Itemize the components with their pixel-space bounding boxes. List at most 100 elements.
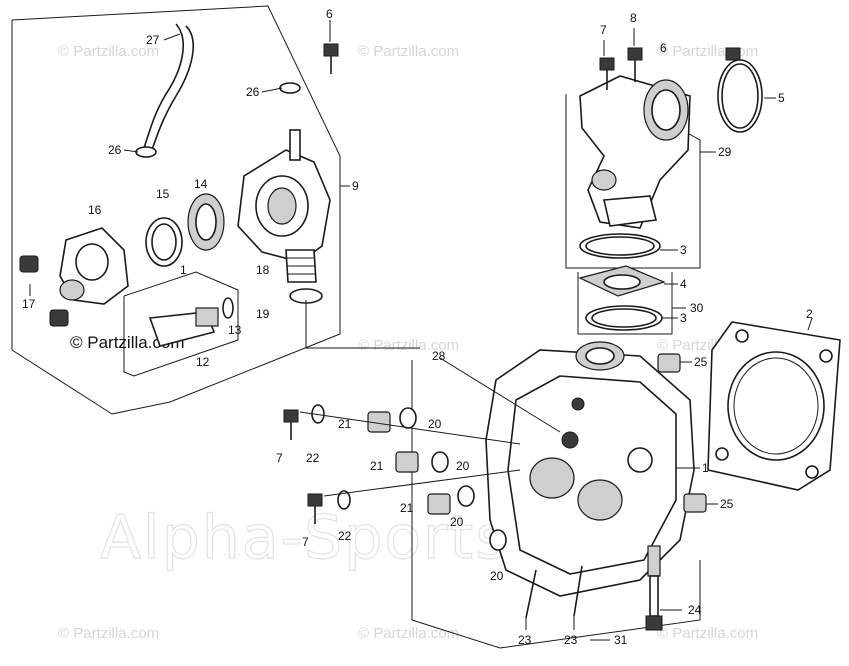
- callout-13: 13: [228, 323, 242, 337]
- clamp-26: [135, 146, 157, 158]
- callout-8: 8: [630, 11, 637, 25]
- callout-23: 23: [564, 633, 578, 647]
- leader-line: [807, 317, 813, 331]
- spark-plug-nut: [645, 615, 663, 631]
- callout-22: 22: [306, 451, 320, 465]
- head-box: [411, 360, 701, 649]
- callout-24: 24: [688, 603, 702, 617]
- o-ring-3-inner: [591, 308, 657, 328]
- callout-2: 2: [806, 307, 813, 321]
- leader-lines: [29, 20, 813, 641]
- plug-21: [427, 493, 451, 515]
- callout-6: 6: [660, 41, 667, 55]
- bolt-6: [323, 43, 339, 57]
- head-stud: [561, 431, 579, 449]
- callout-20: 20: [450, 515, 464, 529]
- cover-port: [75, 243, 109, 281]
- group-outline: [11, 5, 341, 415]
- washer-20: [399, 407, 417, 429]
- intake-group: [565, 47, 763, 335]
- gasket-hole: [805, 465, 819, 479]
- callout-15: 15: [156, 187, 170, 201]
- bolt-25: [683, 493, 707, 513]
- callout-25: 25: [720, 497, 734, 511]
- spacer-box-30: [577, 272, 673, 335]
- callout-6: 6: [326, 7, 333, 21]
- housing-bore-inner: [267, 187, 297, 225]
- callout-27: 27: [146, 33, 160, 47]
- bolt-25: [657, 353, 681, 373]
- gasket-bore: [727, 351, 825, 461]
- callout-3: 3: [680, 311, 687, 325]
- washer-20: [431, 451, 449, 473]
- callout-21: 21: [370, 459, 384, 473]
- sensor-nut: [195, 307, 219, 327]
- hose-27-inner: [143, 23, 184, 149]
- callout-7: 7: [302, 535, 309, 549]
- bolt-7: [283, 409, 299, 423]
- gasket-hole: [735, 329, 749, 343]
- watermark-text: © Partzilla.com: [657, 625, 758, 642]
- head-gasket-group: [707, 321, 841, 491]
- callout-31: 31: [614, 633, 628, 647]
- washer-20: [489, 529, 507, 551]
- gasket-bore-ring: [733, 357, 819, 455]
- intake-port-bore: [585, 347, 615, 365]
- leader-line: [163, 33, 181, 41]
- stud-23: [525, 569, 537, 619]
- callout-26: 26: [246, 85, 260, 99]
- callout-25: 25: [694, 355, 708, 369]
- o-ring-3-inner: [585, 236, 655, 256]
- plug-21: [395, 451, 419, 473]
- manifold-inlet-bore: [651, 89, 681, 131]
- washer-22: [337, 490, 351, 510]
- gasket-hole: [715, 447, 729, 461]
- leader-line: [323, 469, 521, 497]
- callout-1: 1: [702, 461, 709, 475]
- callout-12: 12: [196, 355, 210, 369]
- hose-clamp-5: [717, 59, 763, 133]
- callout-20: 20: [428, 417, 442, 431]
- callout-22: 22: [338, 529, 352, 543]
- callout-20: 20: [456, 459, 470, 473]
- callout-29: 29: [718, 145, 732, 159]
- plug-washer-group: [283, 404, 521, 551]
- leader-line: [439, 357, 561, 433]
- bolt-17: [19, 255, 39, 273]
- bolt-7: [599, 57, 615, 71]
- gasket-hole: [819, 349, 833, 363]
- spark-plug-hole: [627, 447, 653, 473]
- callout-18: 18: [256, 263, 270, 277]
- hose-27: [151, 25, 194, 151]
- callout-21: 21: [400, 501, 414, 515]
- callout-7: 7: [600, 23, 607, 37]
- watermark-text: © Partzilla.com: [358, 43, 459, 60]
- callout-7: 7: [276, 451, 283, 465]
- washer-20: [457, 485, 475, 507]
- stud-23: [573, 565, 583, 617]
- callout-1: 1: [180, 263, 187, 277]
- callout-14: 14: [194, 177, 208, 191]
- clamp-26: [279, 82, 301, 94]
- watermark-text: © Partzilla.com: [358, 337, 459, 354]
- callout-19: 19: [256, 307, 270, 321]
- head-inner-wall: [507, 375, 677, 575]
- thermostat-14-center: [195, 203, 217, 241]
- washer-13: [222, 297, 234, 319]
- link-line: [305, 300, 420, 349]
- watermark-text: © Partzilla.com: [58, 625, 159, 642]
- bolt-7: [307, 493, 323, 507]
- callout-5: 5: [778, 91, 785, 105]
- callout-3: 3: [680, 243, 687, 257]
- sensor-box: [123, 271, 239, 377]
- o-ring-15-inner: [151, 223, 177, 261]
- spacer-4-hole: [603, 274, 641, 290]
- callout-21: 21: [338, 417, 352, 431]
- leader-line: [261, 87, 283, 93]
- bolt-17: [49, 309, 69, 327]
- manifold-port: [591, 169, 617, 191]
- callout-17: 17: [22, 297, 36, 311]
- callout-9: 9: [352, 179, 359, 193]
- callout-4: 4: [680, 277, 687, 291]
